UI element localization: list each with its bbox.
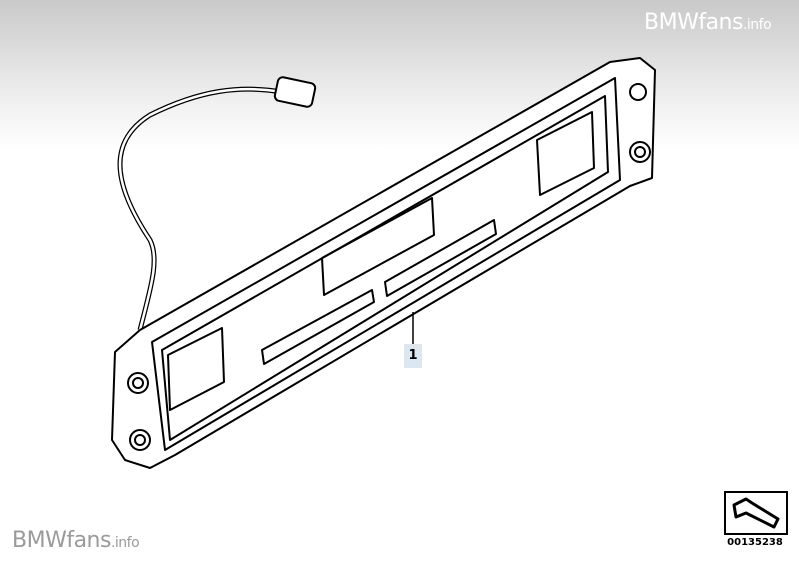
reference-icon <box>724 491 788 535</box>
callout-1[interactable]: 1 <box>404 344 422 368</box>
reference-number: 00135238 <box>727 537 783 548</box>
connector <box>273 76 317 108</box>
watermark-top: BMWfans.info <box>644 10 772 35</box>
arrow-symbol-icon <box>732 497 780 529</box>
watermark-bottom: BMWfans.info <box>12 528 140 553</box>
